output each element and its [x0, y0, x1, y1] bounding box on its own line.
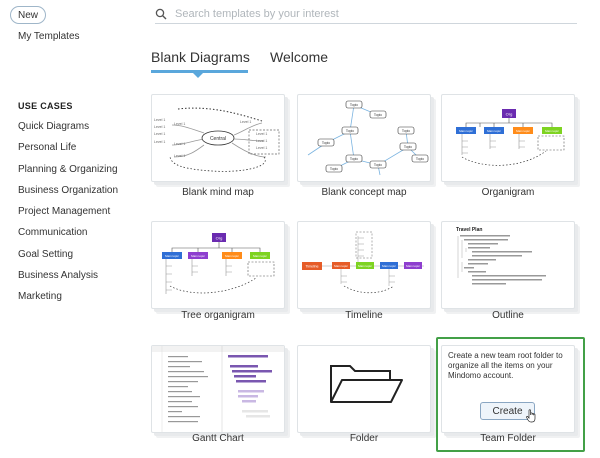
team-folder-highlight: [436, 337, 585, 452]
tree-organigram-thumbnail: Org Main topic Main topic Main topic Mai…: [162, 233, 275, 294]
gantt-chart-thumbnail: [152, 346, 284, 432]
svg-text:Topic: Topic: [350, 103, 358, 107]
sidebar-item-project-management[interactable]: Project Management: [18, 206, 111, 217]
active-tab-indicator: [151, 70, 248, 73]
active-tab-caret: [193, 73, 203, 78]
svg-text:Topic: Topic: [350, 157, 358, 161]
sidebar-item-business-organization[interactable]: Business Organization: [18, 185, 119, 196]
svg-text:Main topic: Main topic: [191, 254, 205, 258]
template-label: Timeline: [345, 310, 383, 321]
template-label: Team Folder: [480, 433, 536, 444]
use-cases-heading: USE CASES: [18, 101, 73, 111]
sidebar-item-planning-organizing[interactable]: Planning & Organizing: [18, 164, 118, 175]
outline-title: Travel Plan: [456, 227, 482, 233]
svg-text:Topic: Topic: [330, 167, 338, 171]
tab-welcome[interactable]: Welcome: [270, 49, 329, 65]
my-templates-link[interactable]: My Templates: [18, 31, 80, 42]
svg-text:Level 1: Level 1: [174, 142, 185, 146]
tab-blank-diagrams[interactable]: Blank Diagrams: [151, 49, 250, 65]
template-card-organigram[interactable]: Org Main topic Main topic Main topic Mai…: [441, 94, 575, 182]
svg-text:Level 1: Level 1: [256, 139, 267, 143]
template-card-outline[interactable]: Travel Plan: [441, 221, 575, 309]
hand-cursor-icon: [526, 409, 536, 423]
svg-text:Topic: Topic: [404, 145, 412, 149]
svg-text:Level 1: Level 1: [154, 132, 165, 136]
svg-text:Level 1: Level 1: [154, 118, 165, 122]
svg-text:Topic: Topic: [346, 129, 354, 133]
template-label: Outline: [492, 310, 524, 321]
svg-text:Level 1: Level 1: [256, 146, 267, 150]
sidebar-item-marketing[interactable]: Marketing: [18, 291, 62, 302]
sidebar-item-communication[interactable]: Communication: [18, 227, 88, 238]
template-card-timeline[interactable]: Timeline Main topic Main topic Main topi…: [297, 221, 431, 309]
svg-text:Topic: Topic: [322, 141, 330, 145]
organigram-thumbnail: Org Main topic Main topic Main topic Mai…: [456, 109, 565, 166]
template-card-tree-organigram[interactable]: Org Main topic Main topic Main topic Mai…: [151, 221, 285, 309]
create-team-folder-button[interactable]: Create: [480, 402, 535, 420]
timeline-node-label: Timeline: [305, 265, 318, 269]
svg-text:Main topic: Main topic: [382, 264, 396, 268]
svg-text:Level 1: Level 1: [256, 132, 267, 136]
outline-thumbnail: Travel Plan: [456, 227, 546, 285]
svg-text:Main topic: Main topic: [406, 264, 420, 268]
svg-text:Main topic: Main topic: [516, 129, 530, 133]
template-label: Gantt Chart: [192, 433, 244, 444]
svg-text:Topic: Topic: [416, 157, 424, 161]
template-label: Folder: [349, 433, 379, 444]
sidebar-item-quick-diagrams[interactable]: Quick Diagrams: [18, 121, 90, 132]
svg-text:Org: Org: [216, 236, 223, 241]
svg-text:Main topic: Main topic: [334, 264, 348, 268]
template-label: Blank mind map: [182, 187, 254, 198]
sidebar-item-goal-setting[interactable]: Goal Setting: [18, 249, 74, 260]
svg-text:Topic: Topic: [374, 113, 382, 117]
timeline-thumbnail: Timeline Main topic Main topic Main topi…: [302, 231, 424, 294]
template-label: Organigram: [481, 187, 535, 198]
svg-text:Level 1: Level 1: [174, 154, 185, 158]
new-button[interactable]: New: [10, 6, 46, 24]
svg-text:Topic: Topic: [374, 163, 382, 167]
svg-text:Main topic: Main topic: [225, 254, 239, 258]
template-label: Tree organigram: [181, 310, 255, 321]
template-label: Blank concept map: [321, 187, 407, 198]
template-card-blank-mind-map[interactable]: Central Level 1 Level 1 Level 1 Level 1 Lev…: [151, 94, 285, 182]
template-card-folder[interactable]: [297, 345, 431, 433]
svg-text:Main topic: Main topic: [459, 129, 473, 133]
search-bar: [155, 4, 577, 24]
svg-text:Main topic: Main topic: [487, 129, 501, 133]
folder-icon: [330, 365, 403, 403]
svg-text:Main topic: Main topic: [165, 254, 179, 258]
mind-map-thumbnail: Central Level 1 Level 1 Level 1 Level 1 Lev…: [154, 107, 280, 172]
svg-text:Level 1: Level 1: [174, 122, 185, 126]
svg-text:Main topic: Main topic: [358, 264, 372, 268]
sidebar-item-personal-life[interactable]: Personal Life: [18, 142, 77, 153]
svg-text:Main topic: Main topic: [545, 129, 559, 133]
svg-text:Level 1: Level 1: [154, 125, 165, 129]
search-icon: [155, 8, 167, 19]
svg-text:Level 1: Level 1: [240, 120, 251, 124]
svg-text:Org: Org: [506, 112, 513, 117]
search-input[interactable]: [175, 7, 555, 20]
team-folder-description: Create a new team root folder to organiz…: [448, 351, 563, 380]
sidebar-item-business-analysis[interactable]: Business Analysis: [18, 270, 99, 281]
central-node-label: Central: [210, 136, 226, 142]
template-card-gantt-chart[interactable]: [151, 345, 285, 433]
svg-text:Topic: Topic: [402, 129, 410, 133]
svg-text:Main topic: Main topic: [253, 254, 267, 258]
svg-text:Level 1: Level 1: [154, 140, 165, 144]
